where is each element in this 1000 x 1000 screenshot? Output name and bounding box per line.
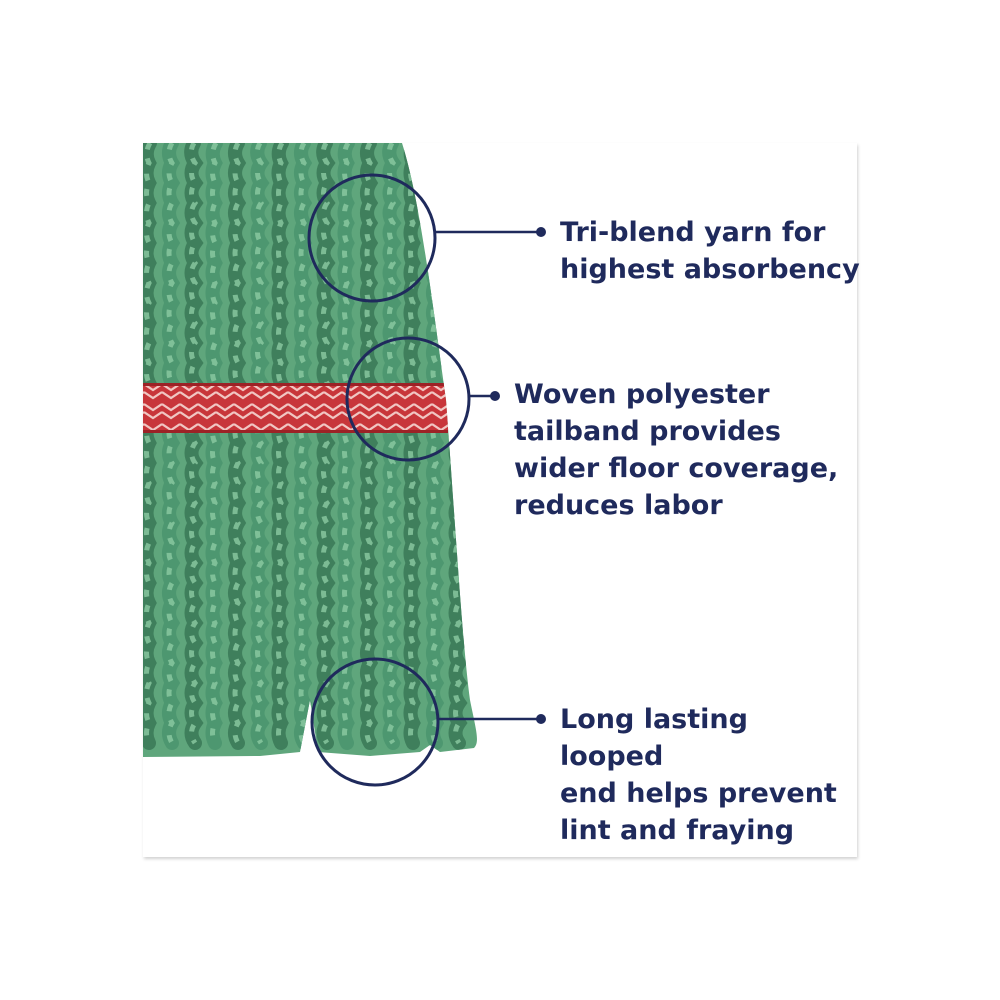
mop-head bbox=[143, 143, 477, 757]
callout-circle-yarn bbox=[307, 173, 437, 303]
callout-dot-loop bbox=[536, 714, 546, 724]
callout-dot-tailband bbox=[490, 391, 500, 401]
tailband bbox=[143, 383, 448, 433]
callout-markers bbox=[307, 173, 546, 787]
callout-circle-loop bbox=[310, 657, 440, 787]
callout-text-loop: Long lasting looped end helps prevent li… bbox=[560, 704, 837, 846]
callout-text-yarn: Tri-blend yarn for highest absorbency bbox=[560, 217, 860, 285]
callout-dot-yarn bbox=[536, 227, 546, 237]
mop-strands bbox=[143, 143, 468, 750]
callout-text-tailband: Woven polyester tailband provides wider … bbox=[514, 379, 839, 521]
callout-circle-tailband bbox=[345, 336, 471, 462]
